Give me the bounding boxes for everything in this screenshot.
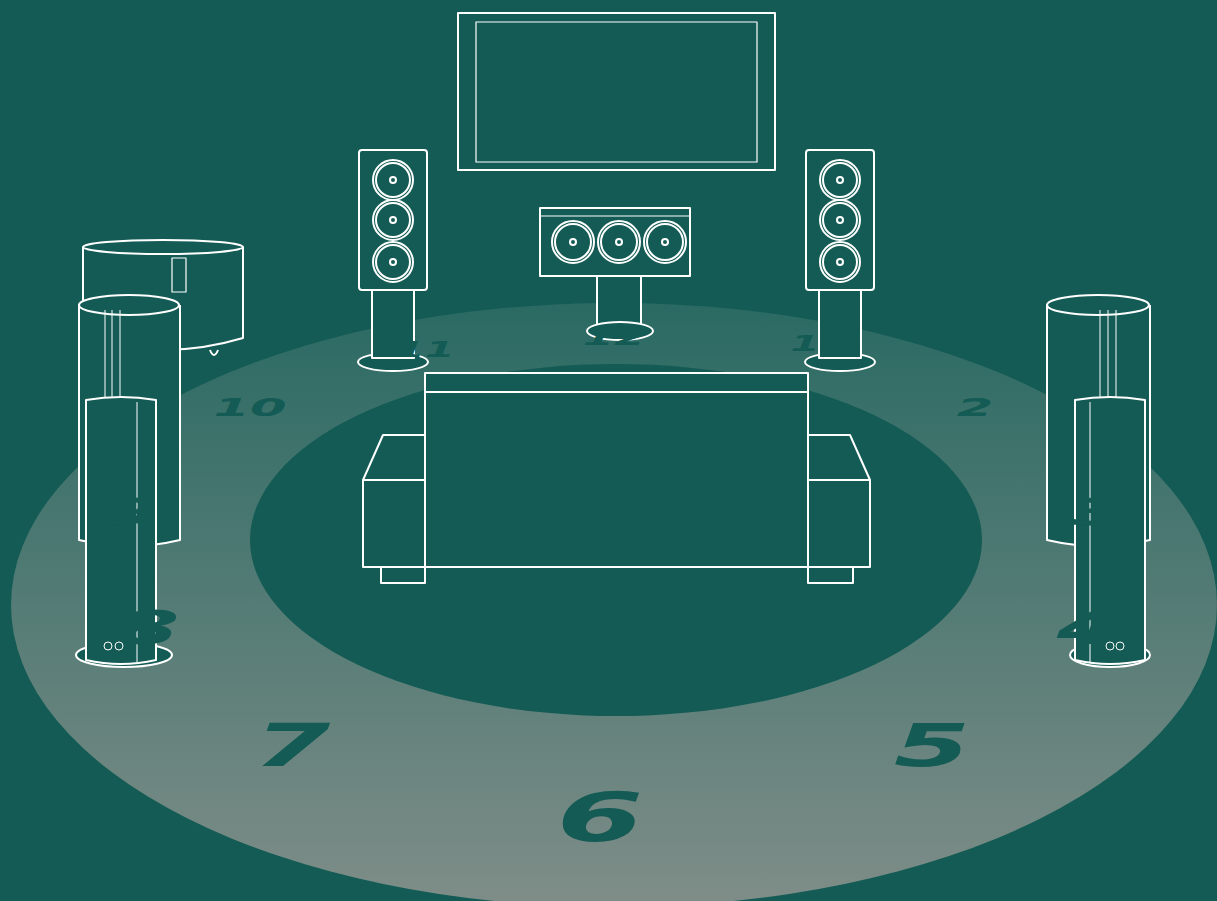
clock-number: 3 <box>1071 493 1123 530</box>
clock-number: 2 <box>957 395 994 420</box>
clock-face <box>11 303 1217 901</box>
clock-number: 4 <box>1057 605 1120 651</box>
clock-number: 6 <box>557 784 644 852</box>
clock-number: 7 <box>254 717 331 775</box>
clock-number: 10 <box>213 395 286 420</box>
rear-right-speaker <box>1047 295 1150 667</box>
clock-number: 1 <box>790 334 820 354</box>
front-left-speaker <box>358 150 428 371</box>
rear-left-speaker <box>76 295 180 667</box>
clock-center <box>250 364 982 716</box>
center-speaker <box>540 208 690 340</box>
clock-number: 5 <box>894 717 971 775</box>
clock-number: 9 <box>104 493 156 530</box>
television <box>458 13 775 170</box>
clock-number: 12 <box>583 327 646 349</box>
clock-number: 8 <box>117 605 180 651</box>
sofa <box>363 373 870 583</box>
clock-number: 11 <box>395 340 454 360</box>
